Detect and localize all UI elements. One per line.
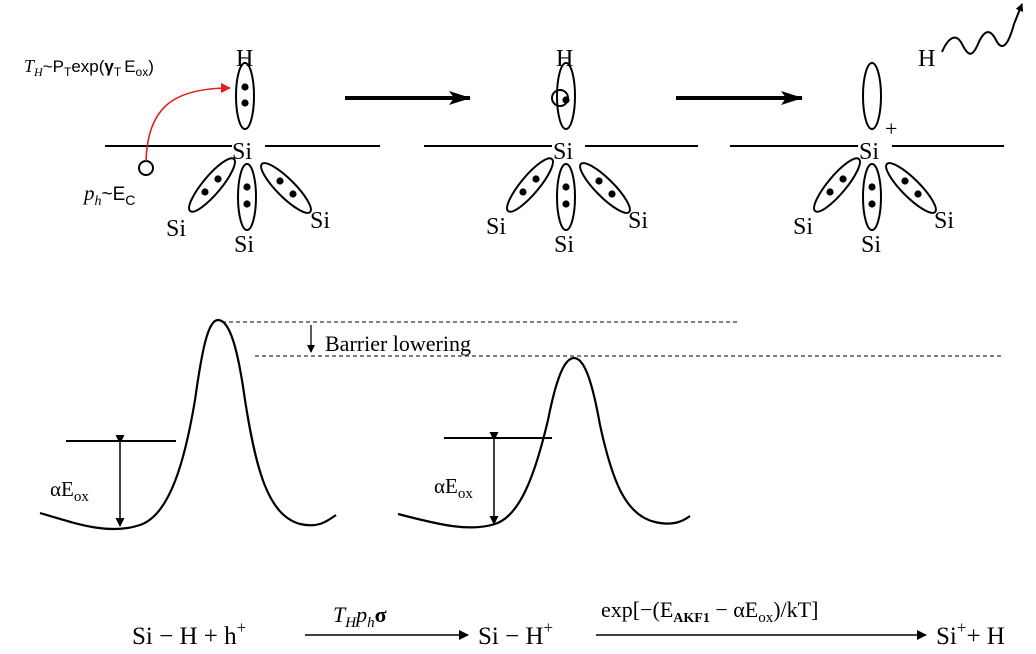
product-text: Si++ H: [936, 618, 1005, 650]
si-si-bond-orbital-right-3: [885, 162, 937, 214]
alpha-e-label-1: αEox: [50, 477, 89, 505]
arrow2-rate-label: exp[−(EAKF1 − αEox)/kT]: [601, 597, 818, 626]
empty-orbital-3: [862, 62, 882, 130]
si-si-bond-orbital-left-3: [813, 157, 861, 213]
tunneling-arrow: [145, 83, 231, 162]
si-left-label-2: Si: [486, 214, 506, 240]
si-bottom-label-1: Si: [234, 232, 254, 258]
si-center-label-3: Si: [859, 139, 879, 165]
plus-charge-label: +: [885, 116, 897, 141]
h-label-2: H: [556, 46, 573, 72]
si-left-label-3: Si: [793, 214, 813, 240]
si-si-bond-orbital-right-2: [579, 162, 631, 214]
arrow1-rate-label: THphσ: [333, 602, 387, 631]
barrier-lowering-label: Barrier lowering: [325, 331, 471, 356]
h-label-1: H: [236, 46, 253, 72]
molecule-2: [424, 62, 698, 231]
reactant-text: Si − H + h+: [132, 618, 246, 650]
si-si-bond-orbital-left-1: [188, 157, 236, 213]
intermediate-text: Si − H+: [478, 618, 553, 650]
si-si-bond-orbital-right-1: [260, 162, 312, 214]
electron-dots-2: [519, 96, 616, 208]
electron-dots-3: [826, 175, 922, 208]
released-h-wave: [941, 23, 1015, 55]
si-right-label-2: Si: [628, 208, 648, 234]
energy-barrier-curve-2: [397, 356, 691, 529]
si-si-bond-orbital-down-1: [237, 163, 257, 231]
si-bottom-label-2: Si: [554, 232, 574, 258]
si-right-label-3: Si: [934, 208, 954, 234]
si-si-bond-orbital-down-3: [862, 163, 882, 231]
si-bottom-label-3: Si: [861, 232, 881, 258]
h-label-3: H: [918, 46, 935, 72]
si-left-label-1: Si: [166, 216, 186, 242]
alpha-e-label-2: αEox: [434, 474, 473, 502]
si-h-bond-orbital-1: [235, 62, 255, 130]
si-si-bond-orbital-down-2: [556, 163, 576, 231]
molecule-3: [730, 23, 1015, 231]
molecule-1: [105, 62, 380, 231]
si-center-label-1: Si: [232, 139, 252, 165]
si-right-label-1: Si: [310, 208, 330, 234]
hole-density-label: ph~EC: [82, 181, 135, 209]
si-center-label-2: Si: [553, 139, 573, 165]
released-h-arrow: [1013, 3, 1024, 25]
energy-barrier-curve-1: [39, 318, 337, 531]
electron-dots-1: [201, 83, 297, 208]
si-h-bond-orbital-2: [556, 62, 576, 130]
hole-icon: [138, 160, 154, 176]
si-si-bond-orbital-left-2: [506, 157, 554, 213]
